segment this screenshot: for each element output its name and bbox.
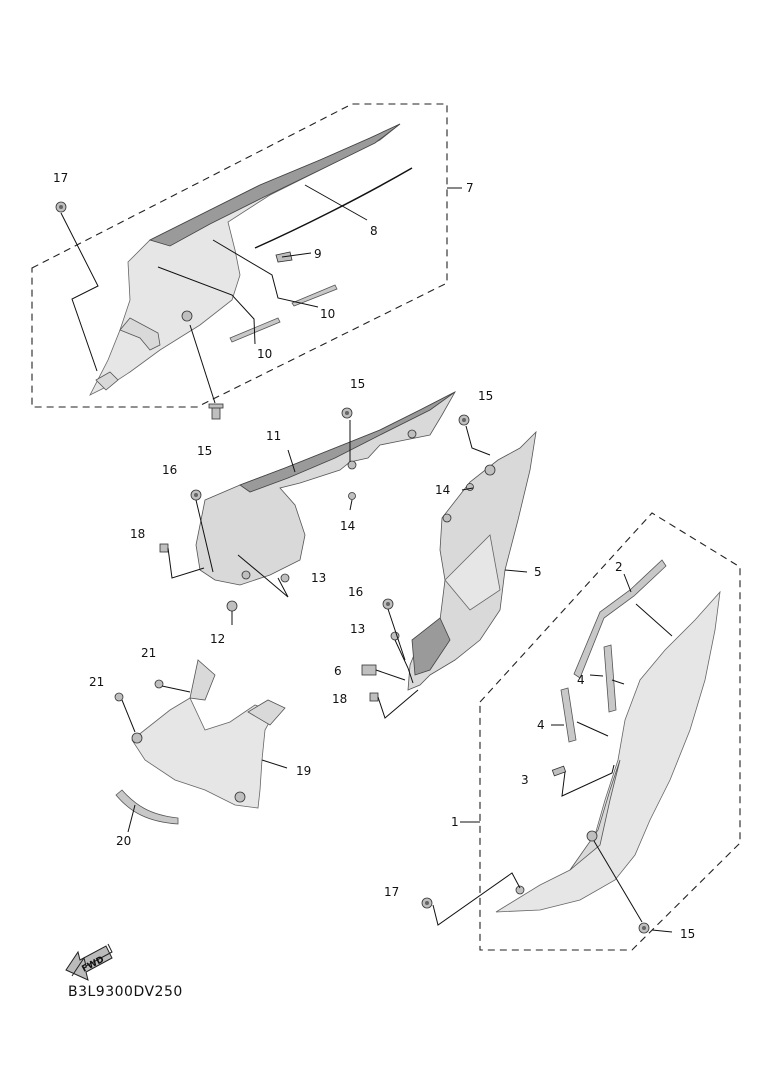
- part-13-clip-upper: [280, 573, 290, 583]
- part-15-bolt-bottom: [638, 922, 650, 934]
- part-18-screw-left: [159, 543, 169, 553]
- part-17-fastener-upper: [55, 201, 67, 213]
- callout-14-right: 14: [435, 483, 450, 497]
- callout-14-mid: 14: [340, 519, 355, 533]
- callout-15-bottom: 15: [680, 927, 695, 941]
- callout-12: 12: [210, 632, 225, 646]
- part-8-stripe: [254, 167, 413, 249]
- callout-16-left: 16: [162, 463, 177, 477]
- callout-10-a: 10: [320, 307, 335, 321]
- callout-3: 3: [521, 773, 529, 787]
- callout-9: 9: [314, 247, 322, 261]
- callout-17-upper: 17: [53, 171, 68, 185]
- part-15-bolt-right-top: [458, 414, 470, 426]
- part-17-fastener-lower: [421, 897, 433, 909]
- part-21-bolt-left: [114, 692, 124, 702]
- part-15-bolt-left: [208, 403, 224, 420]
- part-4-strip-a: [603, 644, 617, 713]
- part-20-seal: [115, 789, 179, 825]
- part-18-screw-right: [369, 692, 379, 702]
- callout-7: 7: [466, 181, 474, 195]
- callout-13-lower: 13: [350, 622, 365, 636]
- callout-4-b: 4: [537, 718, 545, 732]
- fwd-arrow-icon: FWD: [65, 943, 113, 981]
- part-5-inner-duct: [407, 430, 537, 691]
- callout-18-right: 18: [332, 692, 347, 706]
- callout-15-right-top: 15: [478, 389, 493, 403]
- callout-17-lower: 17: [384, 885, 399, 899]
- assembly-boundary-1: [479, 512, 741, 951]
- diagram-code: B3L9300DV250: [68, 984, 183, 1000]
- part-4-strip-b: [560, 687, 577, 743]
- callout-20: 20: [116, 834, 131, 848]
- part-10-stripe-a: [291, 284, 338, 307]
- callout-21-upper: 21: [141, 646, 156, 660]
- callout-8: 8: [370, 224, 378, 238]
- callout-21-left: 21: [89, 675, 104, 689]
- part-16-bolt-right: [382, 598, 394, 610]
- callout-15-mid: 15: [350, 377, 365, 391]
- part-1-lower-cowling: [495, 590, 721, 913]
- part-2-trim: [573, 559, 667, 679]
- callout-1: 1: [451, 815, 459, 829]
- part-16-bolt-left: [190, 489, 202, 501]
- part-11-inner-panel: [195, 391, 457, 586]
- callout-18-left: 18: [130, 527, 145, 541]
- part-6-damper: [361, 664, 377, 676]
- callout-4-a: 4: [577, 673, 585, 687]
- callout-2: 2: [615, 560, 623, 574]
- callout-6: 6: [334, 664, 342, 678]
- part-15-bolt-mid: [341, 407, 353, 419]
- callout-15-left: 15: [197, 444, 212, 458]
- callout-10-b: 10: [257, 347, 272, 361]
- callout-19: 19: [296, 764, 311, 778]
- part-3-clip: [551, 765, 567, 777]
- part-21-bolt-upper: [154, 679, 164, 689]
- callout-11: 11: [266, 429, 281, 443]
- callout-labels: 7 8 9 10 10 17 15 11 15 14 16 18 13 12 1…: [53, 171, 695, 941]
- part-12-nut: [226, 600, 238, 612]
- part-19-lower-panel: [131, 659, 286, 809]
- leader-lines: [60, 184, 673, 933]
- callout-5: 5: [534, 565, 542, 579]
- callout-16-right: 16: [348, 585, 363, 599]
- part-14-clip-mid: [348, 492, 356, 500]
- callout-13-upper: 13: [311, 571, 326, 585]
- part-10-stripe-b: [229, 317, 281, 343]
- part-7-upper-cowling: [89, 123, 401, 396]
